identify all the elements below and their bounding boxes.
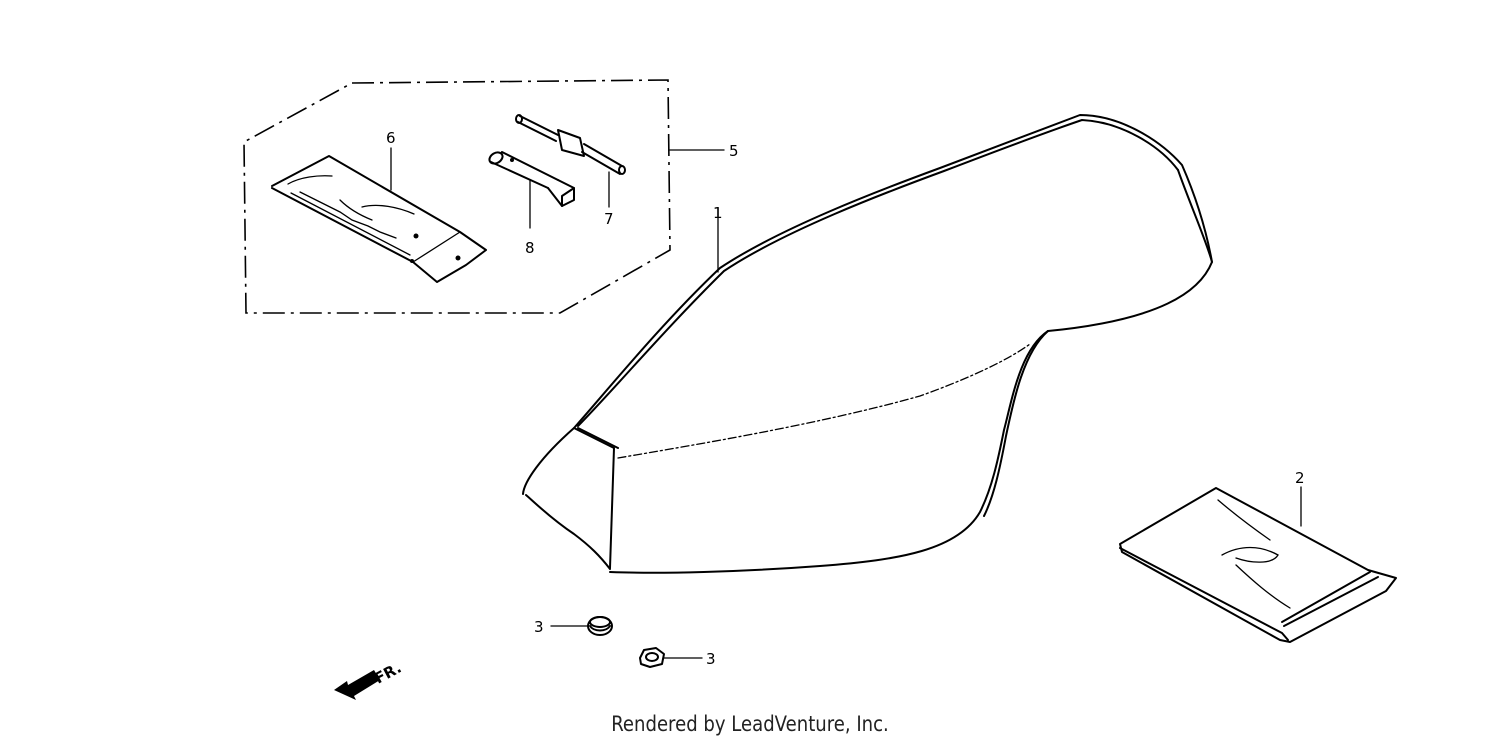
footer-credit: Rendered by LeadVenture, Inc. bbox=[611, 712, 889, 736]
front-direction-arrow-icon bbox=[334, 670, 380, 700]
callout-3-right: 3 bbox=[706, 650, 716, 668]
callout-7: 7 bbox=[604, 210, 614, 228]
tool-bag bbox=[271, 155, 487, 283]
screwdriver bbox=[515, 114, 626, 175]
front-direction-label: FR. bbox=[371, 659, 404, 688]
callout-3-left: 3 bbox=[534, 618, 544, 636]
callout-2: 2 bbox=[1295, 469, 1305, 487]
callout-6: 6 bbox=[386, 129, 396, 147]
seat bbox=[522, 114, 1213, 574]
tool-kit-outline bbox=[243, 79, 671, 314]
seat-cover bbox=[1119, 487, 1397, 643]
socket-wrench bbox=[488, 151, 575, 207]
callout-8: 8 bbox=[525, 239, 535, 257]
callout-5: 5 bbox=[729, 142, 739, 160]
nut-right bbox=[639, 647, 665, 668]
callout-1: 1 bbox=[713, 204, 723, 222]
nut-left bbox=[587, 616, 613, 636]
